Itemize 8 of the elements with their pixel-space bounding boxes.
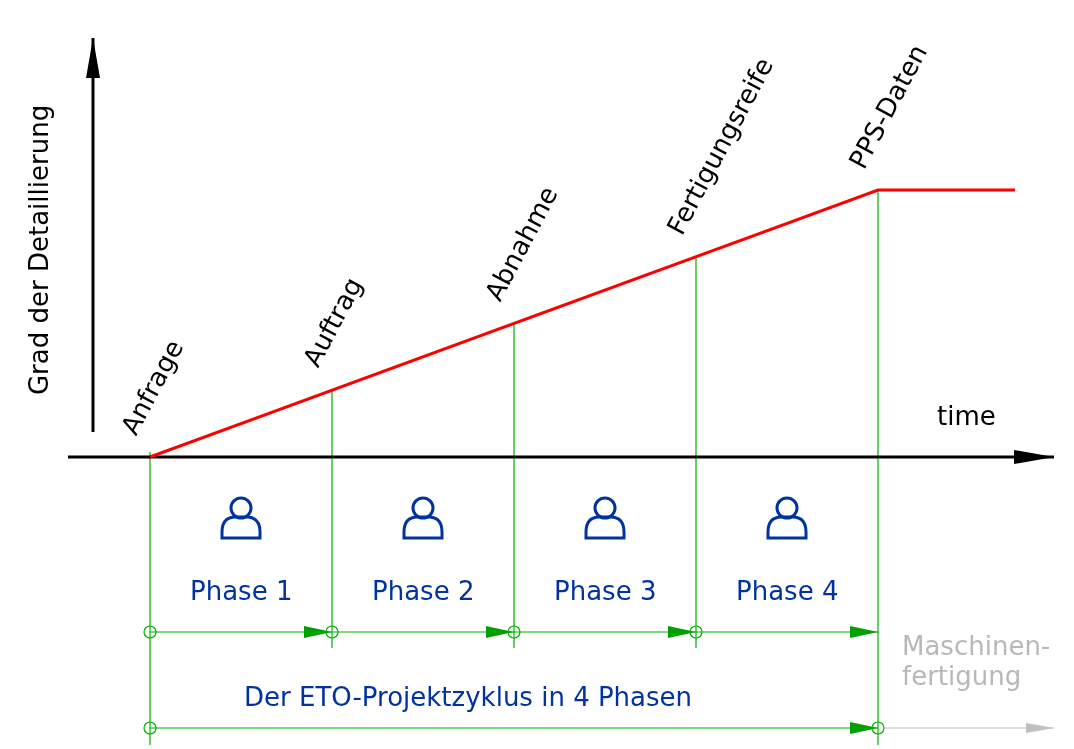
phase-label: Phase 3 [554,577,657,607]
axis-label: time [937,402,996,432]
axis-label: Grad der Detaillierung [25,104,56,396]
phase-label: Phase 2 [372,577,475,607]
phase-label: Phase 4 [736,577,839,607]
caption-text: Der ETO-Projektzyklus in 4 Phasen [244,683,693,713]
note-text: Maschinen- fertigung [902,632,1052,692]
phase-label: Phase 1 [190,577,293,607]
